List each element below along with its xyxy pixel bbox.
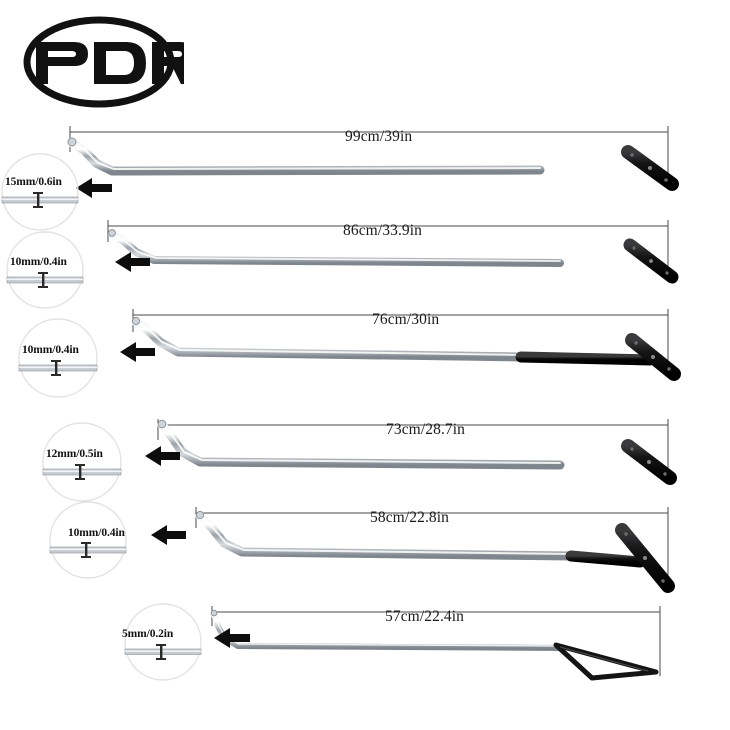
tool-4-length-label: 73cm/28.7in: [386, 421, 466, 438]
tool-6-diameter-label: 5mm/0.2in: [122, 628, 174, 640]
pdr-oval-logo-icon: [23, 16, 184, 108]
tool-4-diameter-label: 12mm/0.5in: [46, 448, 103, 460]
tool-6-length-label: 57cm/22.4in: [385, 608, 465, 625]
tool-5-diameter-label: 10mm/0.4in: [68, 527, 125, 539]
pdr-logo: [14, 12, 184, 112]
tool-5-length-label: 58cm/22.8in: [370, 509, 450, 526]
tool-2-diameter-label: 10mm/0.4in: [10, 256, 67, 268]
tool-1-length-label: 99cm/39in: [345, 128, 413, 145]
tool-3-diameter-label: 10mm/0.4in: [22, 344, 79, 356]
tool-3-length-label: 76cm/30in: [372, 311, 440, 328]
tool-1-diameter-label: 15mm/0.6in: [5, 176, 62, 188]
tool-2-length-label: 86cm/33.9in: [343, 222, 423, 239]
